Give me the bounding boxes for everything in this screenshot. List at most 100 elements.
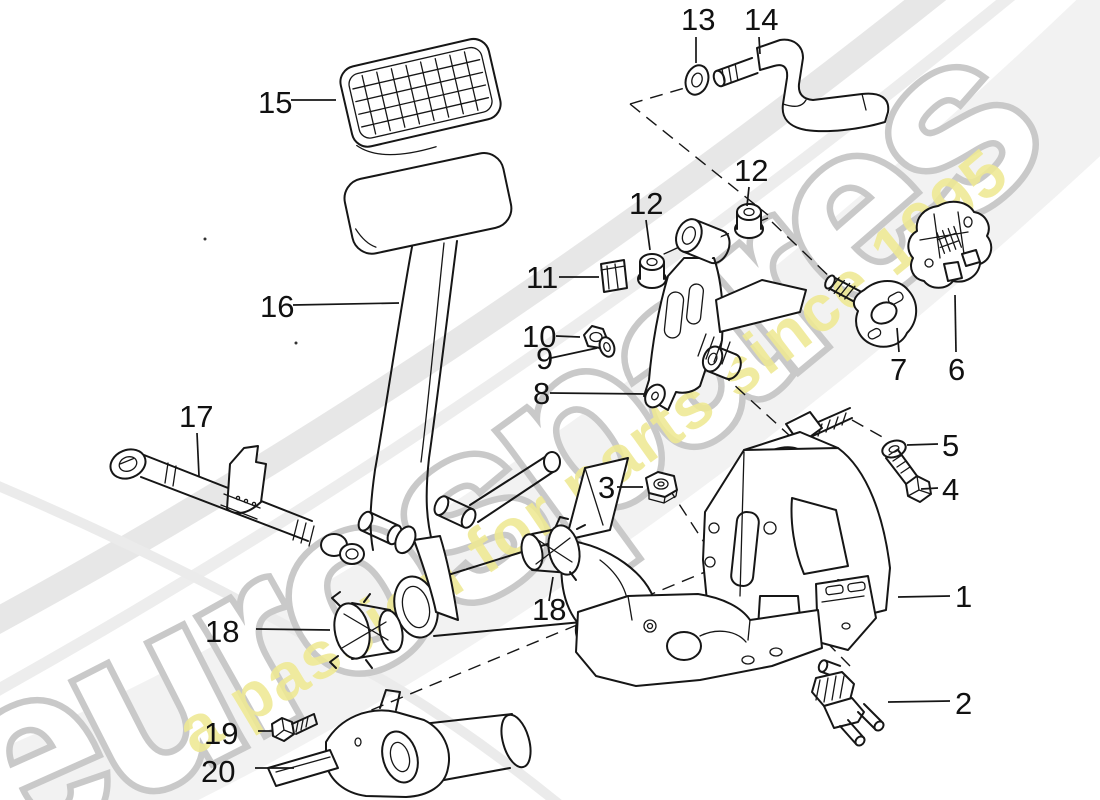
callout-number-12: 12 (734, 153, 768, 188)
pivot-pin-lower (357, 510, 417, 555)
carrier-upper-eye (675, 218, 731, 265)
bracket-hole (763, 521, 777, 535)
bolt19-threads (295, 716, 309, 733)
part-14-crank-lever (712, 38, 890, 133)
part-17-push-rod (109, 445, 365, 565)
part-4-bolt (885, 448, 932, 503)
callout-number-4: 4 (942, 472, 959, 507)
floor-bolt-hole-inner (646, 622, 654, 630)
pedal-arm-inner-line (420, 242, 445, 463)
bolt19-shaft (291, 713, 318, 735)
part-1-main-bracket (575, 407, 891, 687)
part-18-bushing-left (329, 591, 404, 669)
floor-curved-cutout (699, 630, 747, 643)
callout-leader-18 (548, 576, 554, 602)
bushing18-flange (333, 602, 371, 660)
bracket-hole (708, 522, 720, 534)
bracket-hole (704, 556, 716, 568)
pivot-pointed-tab (565, 457, 629, 541)
bracket-cutout-right (790, 497, 849, 575)
callout-leader-9 (550, 347, 598, 359)
callout-number-18: 18 (532, 592, 566, 627)
callout-leader-7 (896, 327, 900, 353)
align-line-bushing12 (629, 103, 769, 216)
callout-number-16: 16 (260, 289, 294, 324)
callout-number-15: 15 (258, 85, 292, 120)
callout-number-3: 3 (598, 470, 615, 505)
callout-leader-17 (196, 432, 200, 477)
callout-number-19: 19 (204, 716, 238, 751)
bracket-main-plate (702, 447, 891, 633)
box-fold (821, 595, 865, 603)
crank-fold-lines (782, 93, 867, 111)
callout-number-11: 11 (526, 260, 558, 295)
bushing18-castle-tabs (329, 591, 373, 669)
pivot-pin-upper (433, 495, 477, 529)
part-15-pedal-pad-rubber (339, 37, 502, 156)
floor-bolt-hole (643, 619, 657, 633)
callout-leader-4 (920, 487, 939, 490)
rod-collar-marks (164, 462, 177, 487)
pad-outer (339, 37, 502, 148)
switch-tab (943, 261, 963, 282)
switch-body (907, 200, 993, 289)
callout-leader-12 (746, 186, 750, 207)
part-11-clip (600, 259, 628, 293)
part-9-washer (598, 336, 616, 358)
align-line-washer5 (851, 419, 885, 439)
switch2-prong (839, 719, 865, 745)
swoosh-band-lower (0, 481, 562, 800)
switch-detail-circle (924, 258, 934, 268)
switch2-hatch (815, 675, 845, 703)
callout-number-1: 1 (955, 579, 972, 614)
callout-number-8: 8 (533, 376, 550, 411)
part-19-bolt (271, 713, 318, 742)
part-2-stop-switch (811, 659, 885, 747)
floor-oval-hole (769, 647, 783, 657)
crank-pin (712, 56, 759, 88)
callout-number-10: 10 (522, 319, 556, 354)
carrier-slot (663, 291, 685, 339)
carrier-slot (685, 283, 705, 325)
bolt-threads (888, 448, 911, 474)
pivot-link-arm (413, 535, 459, 621)
crank-body (756, 38, 890, 133)
callout-leader-2 (887, 700, 951, 703)
support-saddle (325, 709, 450, 798)
rod-eye-end (109, 448, 147, 480)
pedal-arm-right-edge (425, 240, 458, 546)
part-20-support-bracket (267, 689, 532, 798)
bushing18-castle-tabs (555, 516, 586, 581)
bracket-box-flange (815, 575, 877, 651)
rod-thread-marks (292, 519, 315, 547)
support-tab-line (275, 756, 331, 773)
callout-leader-6 (954, 294, 957, 353)
bushing18-cone-lines (341, 613, 389, 649)
part-3-nut (645, 471, 678, 504)
callout-leader-12 (645, 219, 651, 251)
support-tube-opening (381, 730, 419, 784)
switch2-prong-tip (873, 720, 885, 732)
pivot-tab-fold (584, 467, 604, 526)
rod-band (220, 493, 261, 520)
parts-artwork (109, 37, 993, 798)
clamp-bore (870, 301, 898, 325)
callout-number-12: 12 (629, 186, 663, 221)
callout-number-18: 18 (205, 614, 239, 649)
pad-grid (352, 51, 490, 135)
bushing18-cone-lines (535, 537, 573, 565)
align-line-washer13 (629, 84, 696, 105)
switch-tab (961, 249, 981, 267)
bushing18-small-end (520, 533, 544, 571)
carrier-arm (715, 279, 807, 333)
callout-number-6: 6 (948, 352, 965, 387)
align-line-bracket-mount (719, 371, 791, 437)
support-top-notch (379, 689, 401, 711)
switch2-body (823, 697, 865, 729)
support-hole (354, 737, 362, 747)
part-8-carrier-bracket (643, 218, 807, 411)
floor-oval-hole (741, 655, 755, 665)
part-12-bushing-right (734, 203, 764, 239)
